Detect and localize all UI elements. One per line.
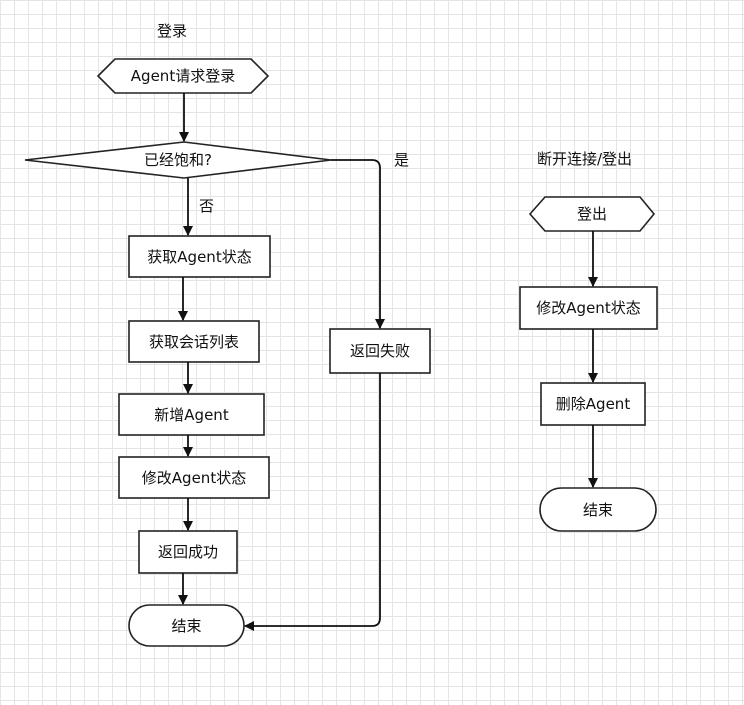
yes-branch-label: 是 <box>394 151 410 169</box>
login-section-title: 登录 <box>157 22 188 40</box>
delete-agent-box <box>540 382 646 426</box>
return-fail-box <box>329 328 431 374</box>
logout-modify-state-box <box>519 286 658 330</box>
add-agent-box <box>118 393 265 436</box>
get-agent-state-box <box>128 235 271 278</box>
arrow-decision-to-fail <box>331 159 385 329</box>
login-start-hexagon <box>96 58 270 94</box>
logout-end-terminal <box>539 487 657 532</box>
arrow-fail-to-end <box>244 373 381 631</box>
return-success-box <box>138 530 238 574</box>
logout-section-title: 断开连接/登出 <box>537 150 633 168</box>
get-session-list-box <box>128 320 260 363</box>
saturated-decision-diamond <box>24 141 332 179</box>
modify-agent-state-box <box>118 456 270 499</box>
logout-start-hexagon <box>528 196 656 232</box>
login-end-terminal <box>128 604 245 647</box>
no-branch-label: 否 <box>199 197 215 215</box>
